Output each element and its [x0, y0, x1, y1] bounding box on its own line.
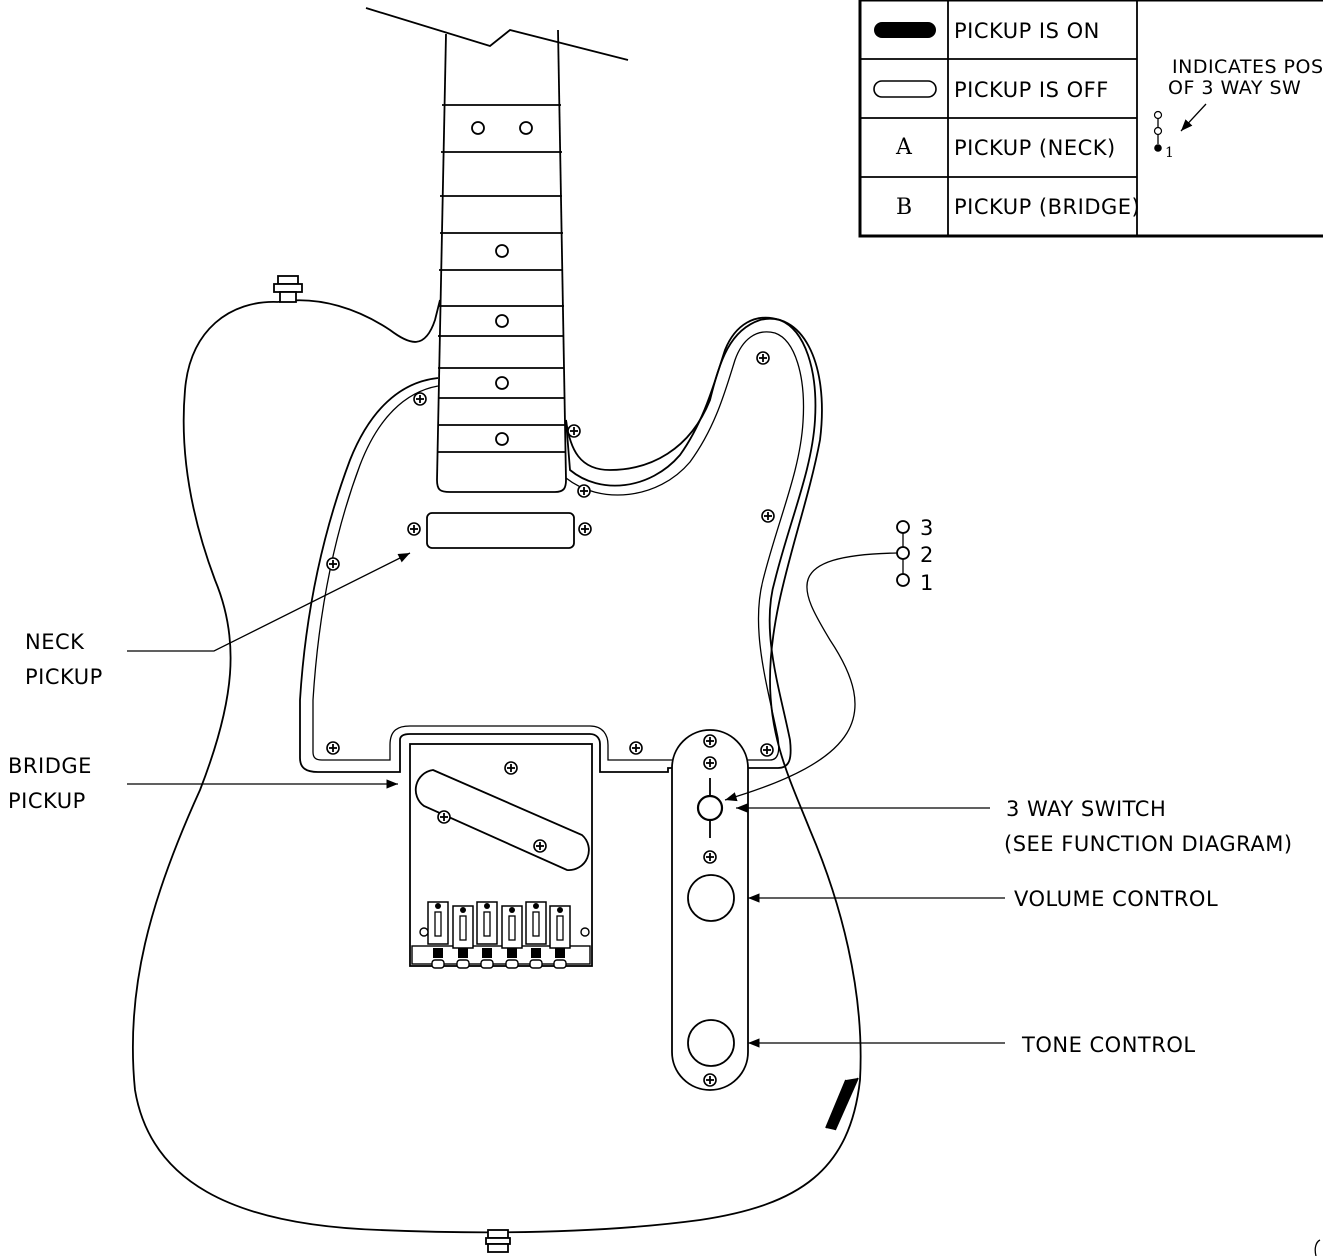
legend-note-line-1: INDICATES POS [1172, 56, 1323, 78]
legend-switch-mini-icon: 1 [1153, 103, 1207, 161]
pickup-on-symbol [874, 22, 936, 38]
neck-pickup-label-1: NECK [25, 630, 85, 654]
switch-position-indicator: 3 2 1 [724, 516, 934, 802]
bridge-saddle [501, 905, 523, 969]
bridge-saddles [419, 901, 590, 969]
corner-mark [1314, 1239, 1321, 1256]
bridge-pickup-label-2: PICKUP [8, 789, 86, 813]
neck-pickup-label-2: PICKUP [25, 665, 103, 689]
tone-label: TONE CONTROL [1021, 1033, 1196, 1057]
legend-note-position: 1 [1165, 145, 1174, 161]
legend-text-bridge: PICKUP (BRIDGE) [954, 195, 1140, 219]
callout-neck-pickup: NECK PICKUP [25, 552, 411, 689]
legend-table: A B PICKUP IS ON PICKUP IS OFF PICKUP (N… [858, 0, 1323, 238]
legend-note-line-2: OF 3 WAY SW [1168, 77, 1301, 99]
guitar-body [131, 299, 862, 1234]
volume-label: VOLUME CONTROL [1014, 887, 1218, 911]
strap-button-bottom [485, 1229, 511, 1253]
switch-tip [696, 794, 724, 822]
switch-label-2: (SEE FUNCTION DIAGRAM) [1004, 832, 1293, 856]
callout-3-way-switch: 3 WAY SWITCH (SEE FUNCTION DIAGRAM) [736, 797, 1293, 856]
legend-text-pickup-off: PICKUP IS OFF [954, 78, 1109, 102]
guitar-neck [365, 7, 629, 493]
callout-tone-control: TONE CONTROL [748, 1033, 1196, 1057]
switch-position-1: 1 [920, 571, 934, 595]
legend-text-pickup-on: PICKUP IS ON [954, 19, 1100, 43]
legend-symbol-a: A [895, 135, 913, 160]
switch-position-2: 2 [920, 543, 934, 567]
bridge-pickup-label-1: BRIDGE [8, 754, 92, 778]
callout-bridge-pickup: BRIDGE PICKUP [8, 754, 398, 813]
bridge-saddle [525, 901, 547, 969]
bridge-pickup [414, 761, 590, 871]
legend-symbol-b: B [896, 195, 912, 220]
control-plate [671, 729, 749, 1091]
switch-label-1: 3 WAY SWITCH [1006, 797, 1166, 821]
bridge-saddle [476, 901, 498, 969]
output-jack [825, 1077, 859, 1131]
neck-pickup [407, 512, 592, 549]
strap-button-top [273, 275, 303, 303]
bridge-intonation-screw [419, 927, 429, 937]
bridge-saddle [452, 905, 474, 969]
tone-knob [687, 1019, 735, 1067]
switch-position-3: 3 [920, 516, 934, 540]
legend-text-neck: PICKUP (NECK) [954, 136, 1116, 160]
bridge-saddle [427, 901, 449, 969]
bridge-saddle [549, 905, 571, 969]
pickguard [299, 316, 817, 773]
callout-volume-control: VOLUME CONTROL [748, 887, 1218, 911]
bridge-intonation-screw [580, 927, 590, 937]
volume-knob [687, 874, 735, 922]
pickup-off-symbol [873, 80, 937, 98]
